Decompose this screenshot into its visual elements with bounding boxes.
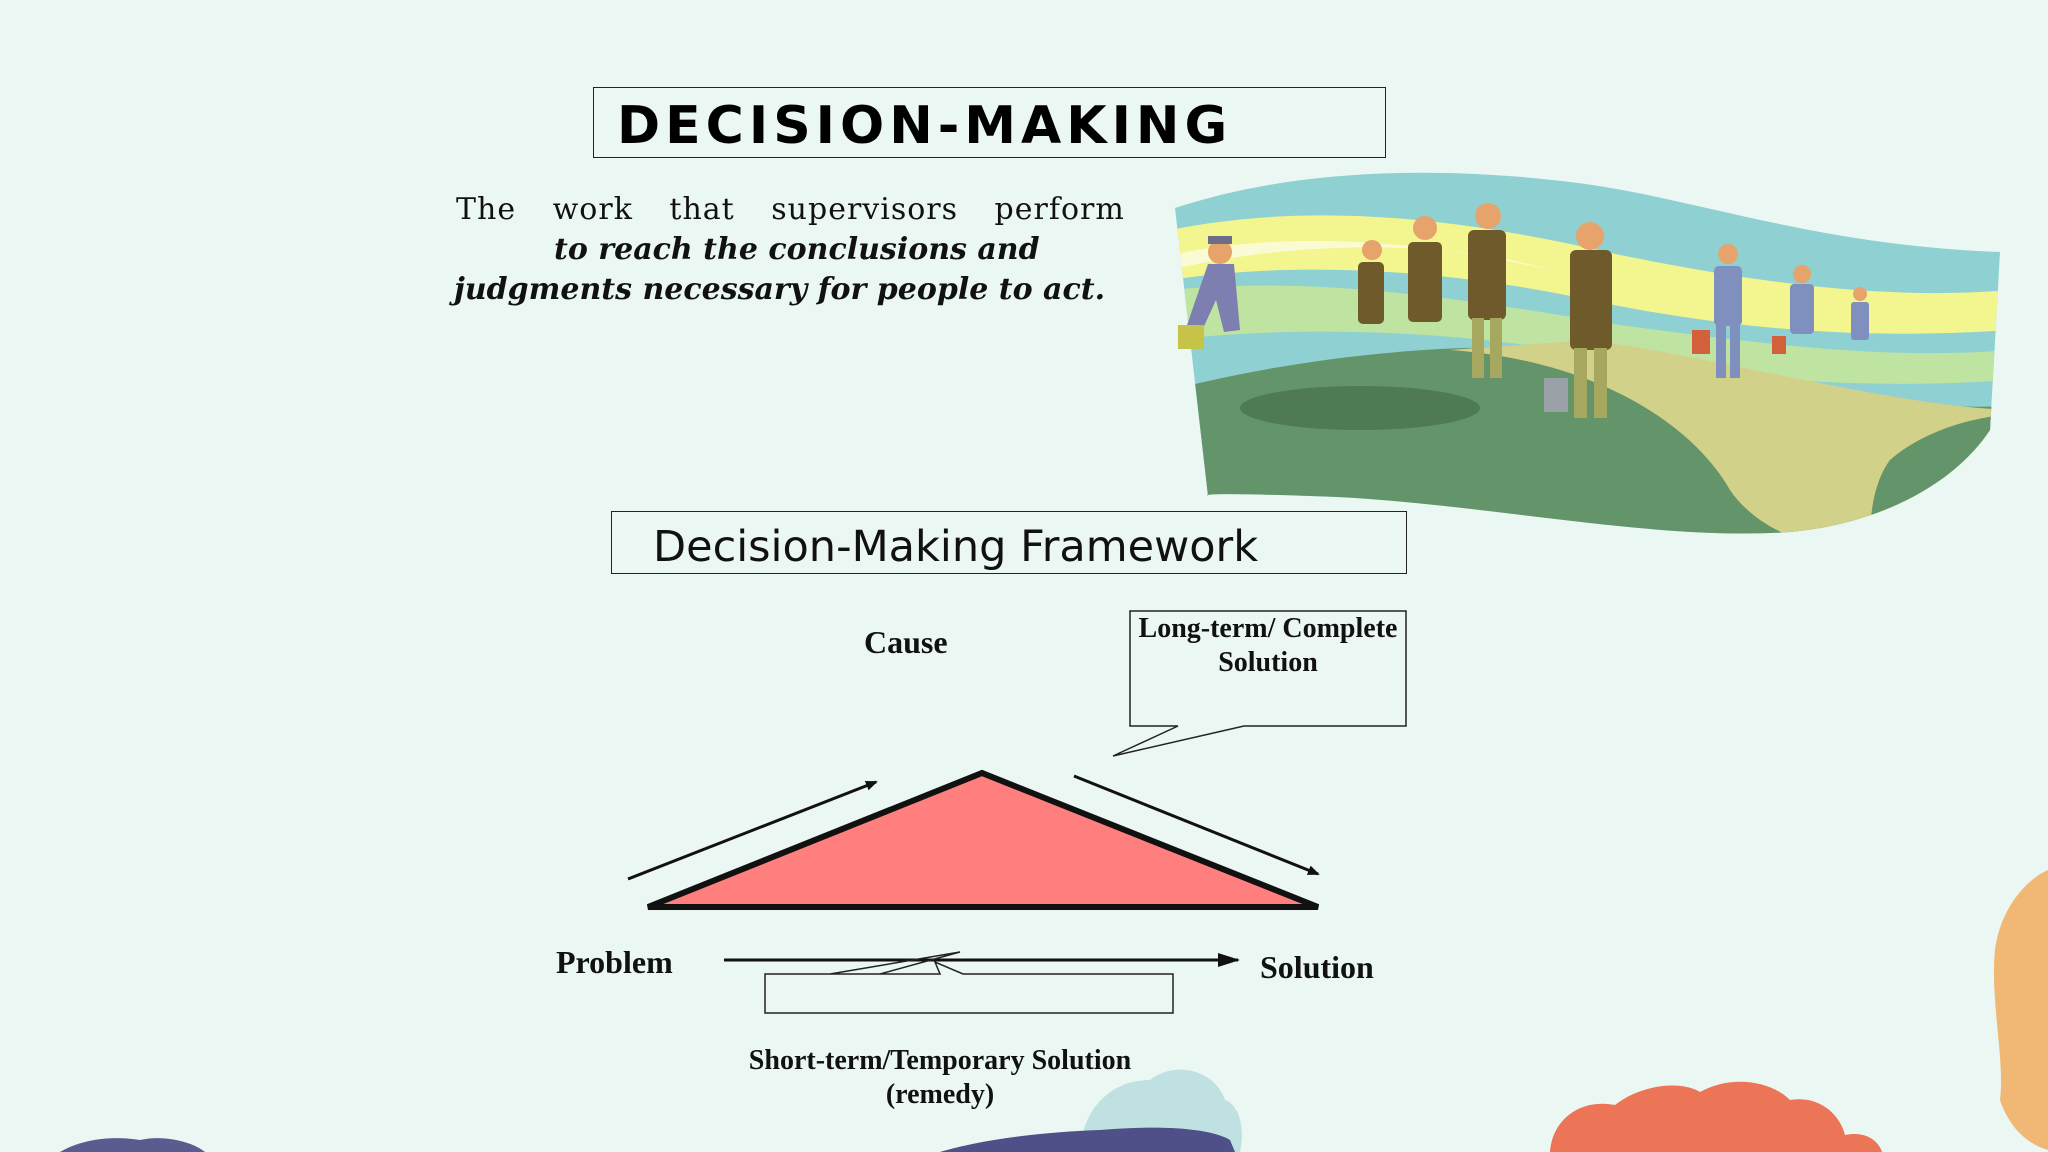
long-term-callout-box (1112, 610, 1407, 757)
framework-title: Decision-Making Framework (653, 522, 1259, 572)
definition-line-2: to reach the conclusions and (554, 232, 1040, 267)
definition-line-3: judgments necessary for people to act. (454, 272, 1106, 307)
businessman-figure-front (1178, 236, 1240, 349)
walking-businessmen-illustration (1175, 172, 2000, 534)
orange-blob (1993, 870, 2048, 1150)
slide-title: DECISION-MAKING (617, 96, 1233, 156)
arrow-problem-to-cause (627, 780, 878, 881)
title-box (593, 87, 1386, 158)
businessman-figures-right (1692, 244, 1869, 378)
red-blob (1550, 1081, 1882, 1152)
definition-line-1: The work that supervisors perform (456, 192, 1125, 227)
navy-blob-left (60, 1138, 205, 1152)
long-term-solution-label: Long-term/ Complete Solution (1138, 613, 1398, 678)
navy-blob (940, 1127, 1235, 1152)
solution-label: Solution (1260, 949, 1374, 985)
problem-label: Problem (556, 944, 673, 980)
cause-label: Cause (864, 624, 948, 660)
arrow-cause-to-solution (1073, 774, 1320, 876)
businessman-figure-group (1358, 203, 1612, 418)
short-term-callout-box (764, 951, 1174, 1014)
framework-title-box (611, 511, 1407, 574)
short-term-solution-label: Short-term/Temporary Solution (remedy) (748, 1045, 1132, 1110)
problem-cause-solution-triangle (646, 769, 1320, 910)
